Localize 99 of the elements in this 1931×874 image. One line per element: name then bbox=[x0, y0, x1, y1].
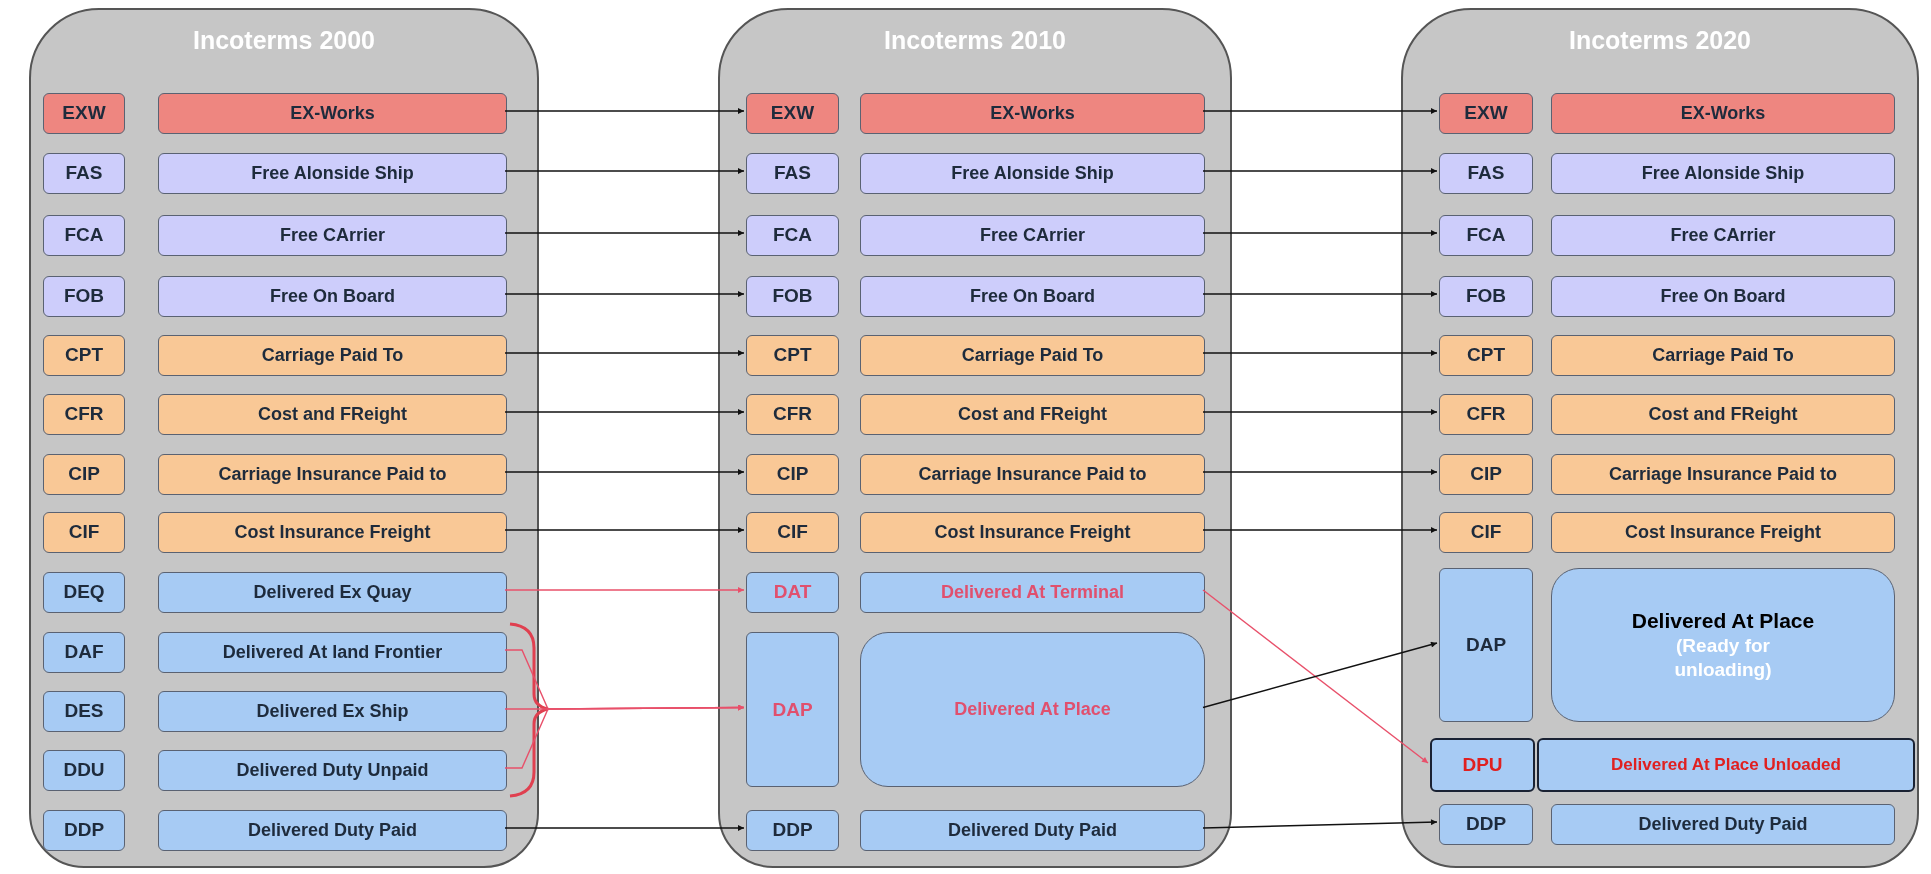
term-code-box: CFR bbox=[1439, 393, 1533, 435]
year-panel bbox=[29, 8, 539, 868]
term-code-box: FOB bbox=[1439, 275, 1533, 317]
term-code-box: CFR bbox=[746, 393, 839, 435]
term-code-box: CIP bbox=[43, 453, 125, 495]
term-name-box: Free CArrier bbox=[158, 214, 507, 256]
term-name-box: Delivered Duty Unpaid bbox=[158, 749, 507, 791]
arrow bbox=[1202, 527, 1438, 533]
term-name-box: Cost Insurance Freight bbox=[1551, 511, 1895, 553]
panel-title: Incoterms 2020 bbox=[1567, 25, 1752, 56]
term-name-box: Free On Board bbox=[1551, 275, 1895, 317]
term-code-box: DDP bbox=[746, 809, 839, 851]
term-code-box: DAP bbox=[1439, 568, 1533, 722]
term-code-box: DEQ bbox=[43, 571, 125, 613]
term-name-box: Delivered Duty Paid bbox=[860, 809, 1205, 851]
term-code-box: EXW bbox=[746, 92, 839, 134]
term-code-box: DDP bbox=[43, 809, 125, 851]
arrow bbox=[504, 108, 745, 114]
term-name-box: Delivered Ex Ship bbox=[158, 690, 507, 732]
arrow bbox=[1202, 108, 1438, 114]
term-name-box: Delivered At land Frontier bbox=[158, 631, 507, 673]
arrow bbox=[504, 587, 745, 593]
term-name-box: Delivered Duty Paid bbox=[158, 809, 507, 851]
arrow bbox=[504, 291, 745, 297]
term-code-box: FCA bbox=[746, 214, 839, 256]
term-code-box: CPT bbox=[43, 334, 125, 376]
arrow bbox=[1202, 350, 1438, 356]
term-name-box: Free On Board bbox=[158, 275, 507, 317]
arrow bbox=[504, 350, 745, 356]
year-panel bbox=[718, 8, 1232, 868]
panel-title: Incoterms 2000 bbox=[191, 25, 376, 56]
term-code-box: CIF bbox=[1439, 511, 1533, 553]
term-code-box: CPT bbox=[1439, 334, 1533, 376]
term-code-box: CPT bbox=[746, 334, 839, 376]
term-name-box: Carriage Insurance Paid to bbox=[860, 453, 1205, 495]
term-code-box: CFR bbox=[43, 393, 125, 435]
term-name-box: EX-Works bbox=[1551, 92, 1895, 134]
term-name-box: Cost and FReight bbox=[158, 393, 507, 435]
arrow bbox=[1202, 230, 1438, 236]
arrow bbox=[504, 168, 745, 174]
arrow bbox=[504, 527, 745, 533]
arrow bbox=[1202, 469, 1438, 475]
term-name-box: Free Alonside Ship bbox=[158, 152, 507, 194]
term-note: (Ready for unloading) bbox=[1673, 634, 1773, 682]
term-name-box: Free On Board bbox=[860, 275, 1205, 317]
arrow bbox=[504, 230, 745, 236]
year-panel bbox=[1401, 8, 1919, 868]
term-code-box: FAS bbox=[1439, 152, 1533, 194]
term-name-box: Free Alonside Ship bbox=[860, 152, 1205, 194]
term-name-box: EX-Works bbox=[860, 92, 1205, 134]
term-name-box: Carriage Insurance Paid to bbox=[158, 453, 507, 495]
term-name-box: Carriage Paid To bbox=[158, 334, 507, 376]
arrow bbox=[504, 409, 745, 415]
term-code-box: DPU bbox=[1430, 738, 1535, 792]
arrow bbox=[504, 469, 745, 475]
term-code-box: EXW bbox=[1439, 92, 1533, 134]
term-name-box: Cost Insurance Freight bbox=[158, 511, 507, 553]
term-name-box: Carriage Paid To bbox=[1551, 334, 1895, 376]
term-code-box: DAT bbox=[746, 571, 839, 613]
term-code-box: DDP bbox=[1439, 803, 1533, 845]
arrow bbox=[1202, 819, 1438, 829]
term-name-box: Delivered At Place Unloaded bbox=[1537, 738, 1915, 792]
arrow bbox=[504, 704, 745, 769]
term-name-box bbox=[1551, 568, 1895, 722]
term-code-box: FCA bbox=[1439, 214, 1533, 256]
term-name-box: Free CArrier bbox=[1551, 214, 1895, 256]
term-code-box: CIP bbox=[746, 453, 839, 495]
term-name-box: Cost and FReight bbox=[1551, 393, 1895, 435]
term-code-box: FCA bbox=[43, 214, 125, 256]
term-code-box: DAF bbox=[43, 631, 125, 673]
term-code-box: FAS bbox=[43, 152, 125, 194]
term-name-box: Carriage Insurance Paid to bbox=[1551, 453, 1895, 495]
arrow bbox=[1202, 168, 1438, 174]
term-name-box: Free Alonside Ship bbox=[1551, 152, 1895, 194]
term-code-box: DDU bbox=[43, 749, 125, 791]
term-name: Delivered At Place bbox=[1631, 608, 1815, 635]
term-name-box: Delivered Ex Quay bbox=[158, 571, 507, 613]
term-name-box: Delivered At Place bbox=[860, 632, 1205, 787]
term-code-box: EXW bbox=[43, 92, 125, 134]
term-code-box: CIP bbox=[1439, 453, 1533, 495]
term-name-box: Cost and FReight bbox=[860, 393, 1205, 435]
term-name-box: Delivered At Terminal bbox=[860, 571, 1205, 613]
term-code-box: FOB bbox=[43, 275, 125, 317]
panel-title: Incoterms 2010 bbox=[882, 25, 1067, 56]
arrow bbox=[1202, 409, 1438, 415]
arrow bbox=[1202, 589, 1429, 764]
arrow bbox=[504, 825, 745, 831]
term-name-box: Delivered Duty Paid bbox=[1551, 803, 1895, 845]
term-code-box: DAP bbox=[746, 632, 839, 787]
term-name-box: Carriage Paid To bbox=[860, 334, 1205, 376]
term-name-box: Cost Insurance Freight bbox=[860, 511, 1205, 553]
term-code-box: DES bbox=[43, 690, 125, 732]
term-code-box: CIF bbox=[746, 511, 839, 553]
term-name-box: Free CArrier bbox=[860, 214, 1205, 256]
term-code-box: CIF bbox=[43, 511, 125, 553]
term-code-box: FAS bbox=[746, 152, 839, 194]
term-code-box: FOB bbox=[746, 275, 839, 317]
term-name-box: EX-Works bbox=[158, 92, 507, 134]
arrow bbox=[1202, 291, 1438, 297]
